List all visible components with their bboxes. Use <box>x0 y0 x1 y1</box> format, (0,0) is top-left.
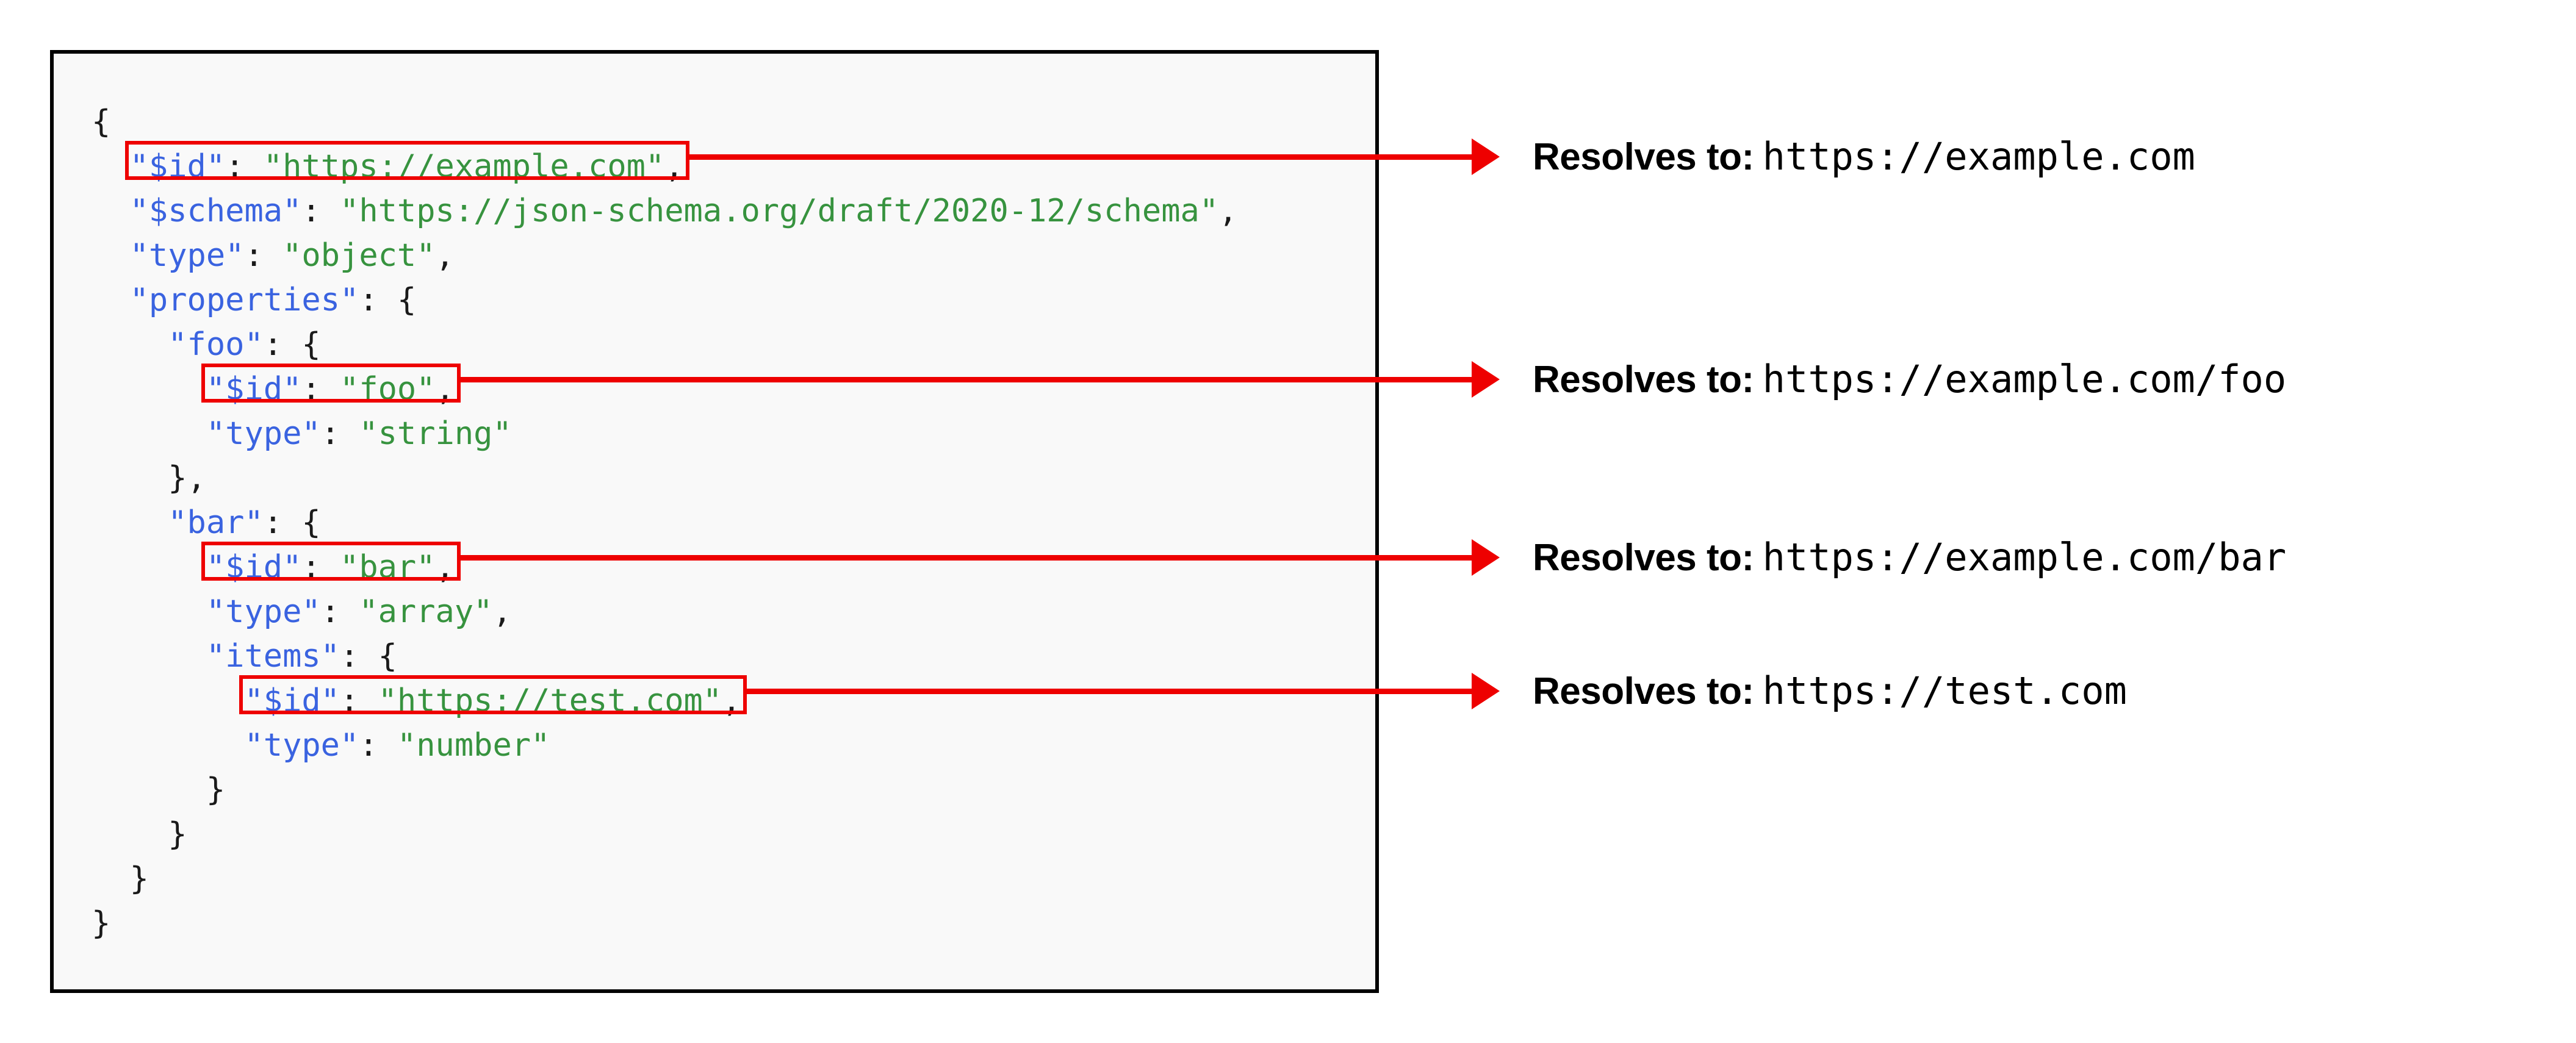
code-key: "type" <box>129 237 245 274</box>
code-string-value: "object" <box>282 237 436 274</box>
resolved-url-value: https://example.com <box>1762 134 2195 179</box>
code-punctuation: , <box>435 237 455 274</box>
code-punctuation: , <box>435 371 455 407</box>
code-punctuation: } <box>168 816 187 853</box>
code-separator: : <box>263 326 302 363</box>
code-key: "$id" <box>244 683 340 719</box>
code-string-value: "number" <box>397 727 550 764</box>
code-line: { <box>92 100 1237 145</box>
code-punctuation: } <box>129 861 149 897</box>
code-line: } <box>92 768 1237 812</box>
connector-arrow-line <box>456 554 1472 561</box>
code-string-value: "array" <box>359 593 493 630</box>
resolves-to-label: Resolves to: <box>1533 537 1754 579</box>
code-line: "$id": "https://example.com", <box>92 145 1237 189</box>
code-separator: : <box>340 683 378 719</box>
code-separator: : <box>301 371 340 407</box>
code-line: "type": "number" <box>92 723 1237 768</box>
json-code-listing: { "$id": "https://example.com", "$schema… <box>92 100 1237 946</box>
code-key: "properties" <box>129 282 359 318</box>
code-separator: : <box>340 638 378 675</box>
code-punctuation: } <box>206 772 226 808</box>
code-line: }, <box>92 456 1237 501</box>
code-string-value: "foo" <box>340 371 436 407</box>
code-separator: : <box>301 193 340 229</box>
code-punctuation: { <box>301 326 321 363</box>
code-line: } <box>92 901 1237 946</box>
code-line: "type": "string" <box>92 412 1237 456</box>
connector-arrow-head <box>1472 361 1500 398</box>
connector-arrow-head <box>1472 539 1500 576</box>
code-line: } <box>92 857 1237 901</box>
code-key: "items" <box>206 638 340 675</box>
code-key: "$id" <box>129 148 226 185</box>
code-line: } <box>92 812 1237 857</box>
code-line: "$id": "https://test.com", <box>92 679 1237 723</box>
resolves-to-label: Resolves to: <box>1533 670 1754 712</box>
code-line: "$id": "foo", <box>92 367 1237 412</box>
code-punctuation: { <box>378 638 397 675</box>
code-line: "type": "array", <box>92 590 1237 634</box>
code-line: "bar": { <box>92 501 1237 545</box>
resolved-url-value: https://example.com/foo <box>1762 357 2287 401</box>
code-key: "type" <box>206 415 321 452</box>
code-line: "foo": { <box>92 323 1237 367</box>
code-line: "type": "object", <box>92 234 1237 278</box>
resolves-to-label: Resolves to: <box>1533 136 1754 178</box>
code-line: "items": { <box>92 634 1237 679</box>
resolves-to-annotation: Resolves to:https://example.com/bar <box>1533 539 2286 577</box>
code-punctuation: } <box>92 905 111 942</box>
code-separator: : <box>359 727 397 764</box>
code-string-value: "https://example.com" <box>263 148 665 185</box>
connector-arrow-line <box>743 688 1472 694</box>
code-key: "type" <box>244 727 359 764</box>
code-line: "$schema": "https://json-schema.org/draf… <box>92 189 1238 234</box>
code-string-value: "https://test.com" <box>378 683 722 719</box>
code-string-value: "https://json-schema.org/draft/2020-12/s… <box>340 193 1219 229</box>
code-punctuation: { <box>301 504 321 541</box>
code-separator: : <box>225 148 264 185</box>
code-key: "foo" <box>168 326 264 363</box>
resolves-to-annotation: Resolves to:https://test.com <box>1533 672 2127 711</box>
resolved-url-value: https://test.com <box>1762 668 2127 713</box>
resolves-to-annotation: Resolves to:https://example.com <box>1533 138 2195 176</box>
code-punctuation: , <box>435 549 455 586</box>
code-separator: : <box>263 504 302 541</box>
code-line: "properties": { <box>92 278 1237 323</box>
code-punctuation: }, <box>168 460 206 496</box>
code-punctuation: { <box>397 282 417 318</box>
connector-arrow-head <box>1472 673 1500 709</box>
code-string-value: "string" <box>359 415 512 452</box>
code-separator: : <box>359 282 397 318</box>
code-separator: : <box>244 237 283 274</box>
code-key: "$id" <box>206 371 302 407</box>
code-line: "$id": "bar", <box>92 545 1237 590</box>
code-key: "type" <box>206 593 321 630</box>
code-string-value: "bar" <box>340 549 436 586</box>
code-separator: : <box>320 593 359 630</box>
code-punctuation: , <box>1218 193 1238 229</box>
resolves-to-annotation: Resolves to:https://example.com/foo <box>1533 360 2286 399</box>
code-punctuation: { <box>92 104 111 140</box>
resolves-to-label: Resolves to: <box>1533 359 1754 401</box>
code-key: "$id" <box>206 549 302 586</box>
resolved-url-value: https://example.com/bar <box>1762 535 2287 579</box>
code-key: "$schema" <box>129 193 302 229</box>
code-key: "bar" <box>168 504 264 541</box>
connector-arrow-head <box>1472 138 1500 175</box>
code-separator: : <box>320 415 359 452</box>
connector-arrow-line <box>686 154 1472 160</box>
connector-arrow-line <box>456 376 1472 382</box>
code-punctuation: , <box>722 683 741 719</box>
json-code-panel: { "$id": "https://example.com", "$schema… <box>50 50 1379 993</box>
code-punctuation: , <box>664 148 684 185</box>
code-separator: : <box>301 549 340 586</box>
code-punctuation: , <box>492 593 512 630</box>
